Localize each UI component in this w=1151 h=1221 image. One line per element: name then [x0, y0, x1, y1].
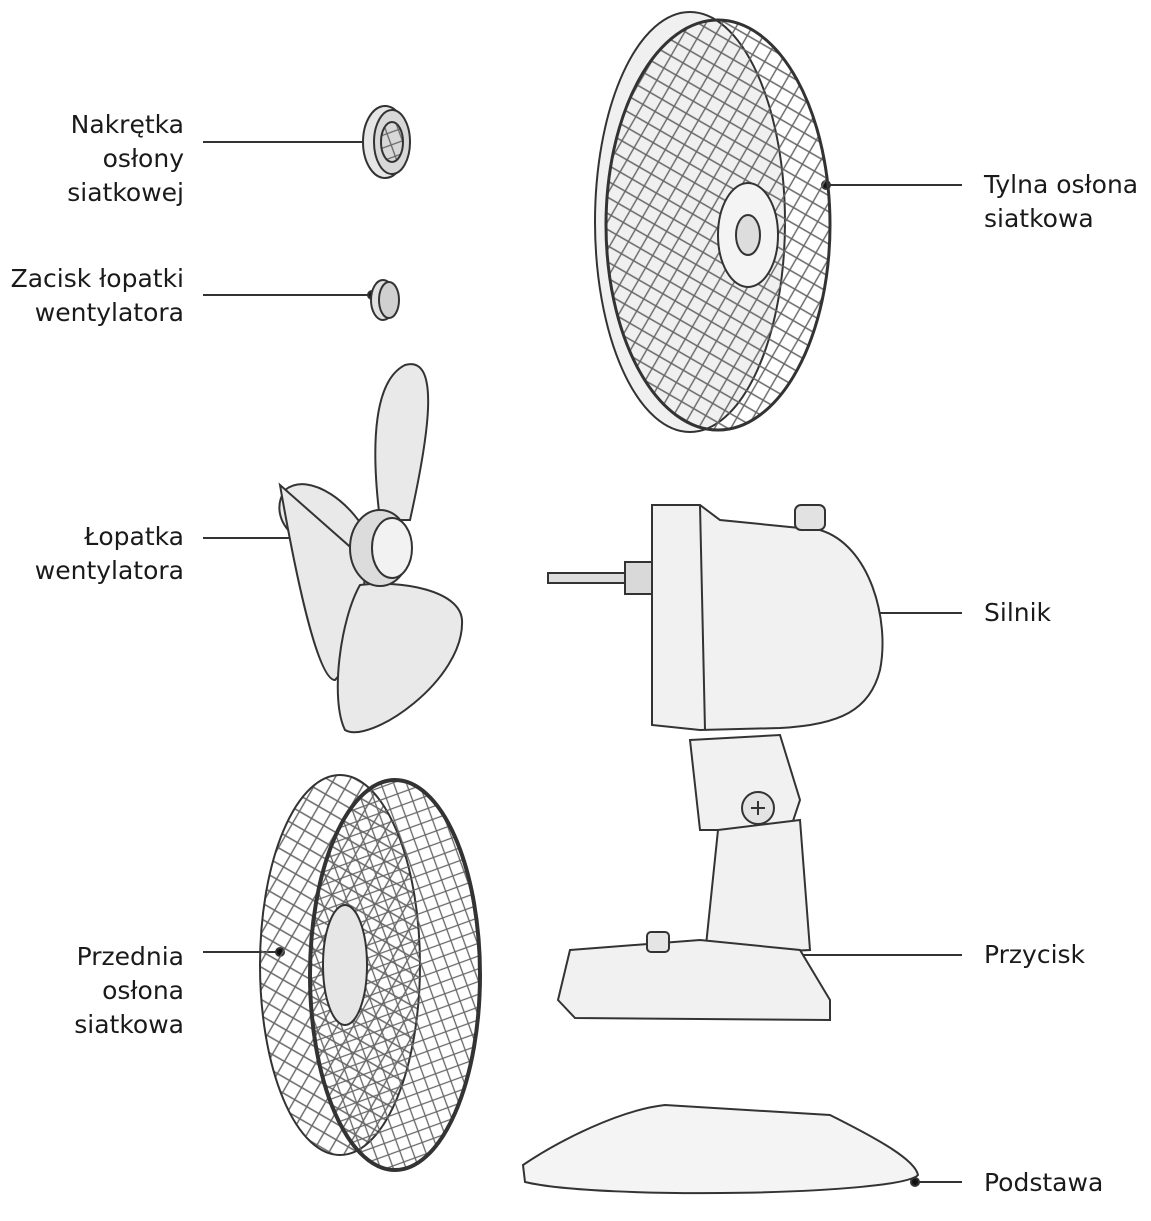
label-rear-grille-line2: siatkowa	[984, 204, 1094, 233]
label-grille-nut: Nakrętka osłony siatkowej	[14, 108, 184, 210]
label-button-line1: Przycisk	[984, 940, 1086, 969]
label-base-line1: Podstawa	[984, 1168, 1104, 1197]
blade-clamp-part	[370, 279, 400, 321]
label-rear-grille: Tylna osłona siatkowa	[984, 168, 1144, 236]
motor-part	[547, 504, 884, 732]
stand-part	[688, 733, 812, 957]
label-grille-nut-line2: osłony	[102, 144, 184, 173]
label-blade-clamp: Zacisk łopatki wentylatora	[6, 262, 184, 330]
label-button: Przycisk	[984, 938, 1144, 972]
label-front-grille-line1: Przednia	[76, 942, 184, 971]
label-front-grille: Przednia osłona siatkowa	[14, 940, 184, 1042]
label-blade-clamp-line2: wentylatora	[34, 298, 184, 327]
label-grille-nut-line3: siatkowej	[67, 178, 184, 207]
label-fan-blade-line1: Łopatka	[84, 522, 184, 551]
base-part	[521, 1103, 920, 1195]
label-blade-clamp-line1: Zacisk łopatki	[10, 264, 184, 293]
label-front-grille-line3: siatkowa	[74, 1010, 184, 1039]
fan-blade-part	[278, 363, 464, 733]
label-base: Podstawa	[984, 1166, 1144, 1200]
label-motor: Silnik	[984, 596, 1144, 630]
button-knob	[646, 931, 670, 953]
front-grille-part	[259, 774, 482, 1172]
label-grille-nut-line1: Nakrętka	[70, 110, 184, 139]
label-front-grille-line2: osłona	[102, 976, 184, 1005]
label-fan-blade: Łopatka wentylatora	[14, 520, 184, 588]
label-fan-blade-line2: wentylatora	[34, 556, 184, 585]
rear-grille-part	[594, 11, 832, 433]
foot-part	[556, 931, 831, 1022]
grille-nut-part	[362, 105, 411, 179]
label-motor-line1: Silnik	[984, 598, 1052, 627]
label-rear-grille-line1: Tylna osłona	[984, 170, 1139, 199]
